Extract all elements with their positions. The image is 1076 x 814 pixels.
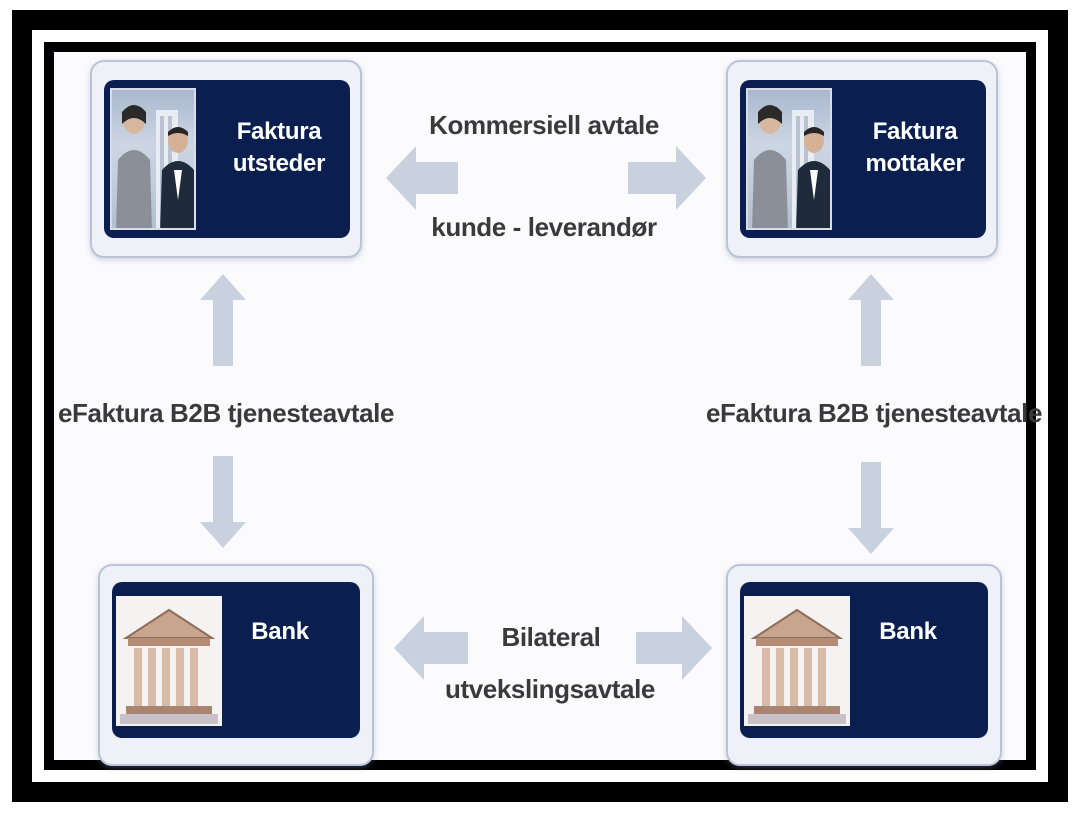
business-people-icon: [110, 88, 196, 230]
issuer-card-body: Faktura utsteder: [104, 80, 350, 238]
arrow-down-right: [848, 462, 894, 554]
issuer-label-line2: utsteder: [232, 150, 326, 177]
service-agreement-left: eFaktura B2B tjenesteavtale: [58, 398, 395, 428]
bank-left-card-body: Bank: [112, 582, 360, 738]
arrow-right-bottom: [636, 616, 712, 680]
commercial-agreement-line2: kunde - leverandør: [431, 212, 657, 242]
arrow-down-left: [200, 456, 246, 548]
receiver-label: Faktura mottaker: [850, 116, 980, 180]
bilateral-agreement-line2: utvekslingsavtale: [445, 674, 655, 704]
bank-left-card: Bank: [98, 564, 374, 766]
bank-right-card-body: Bank: [740, 582, 988, 738]
bilateral-agreement-line1: Bilateral: [501, 622, 601, 652]
issuer-label: Faktura utsteder: [214, 116, 344, 180]
business-people-icon: [746, 88, 832, 230]
arrow-up-left: [200, 274, 246, 366]
bank-right-label: Bank: [879, 618, 937, 645]
bank-building-icon: [116, 596, 222, 726]
arrow-up-right: [848, 274, 894, 366]
service-agreement-right: eFaktura B2B tjenesteavtale: [706, 398, 1043, 428]
arrow-left-bottom: [394, 616, 468, 680]
commercial-agreement-line1: Kommersiell avtale: [429, 110, 659, 140]
bank-right-card: Bank: [726, 564, 1002, 766]
receiver-card: Faktura mottaker: [726, 60, 998, 258]
issuer-card: Faktura utsteder: [90, 60, 362, 258]
bank-building-icon: [744, 596, 850, 726]
receiver-card-body: Faktura mottaker: [740, 80, 986, 238]
issuer-label-line1: Faktura: [236, 118, 322, 145]
receiver-label-line1: Faktura: [872, 118, 958, 145]
arrow-right-top: [628, 146, 706, 210]
receiver-label-line2: mottaker: [865, 150, 965, 177]
bank-left-label: Bank: [251, 618, 309, 645]
arrow-left-top: [386, 146, 458, 210]
diagram-canvas: Faktura utsteder: [54, 52, 1043, 766]
